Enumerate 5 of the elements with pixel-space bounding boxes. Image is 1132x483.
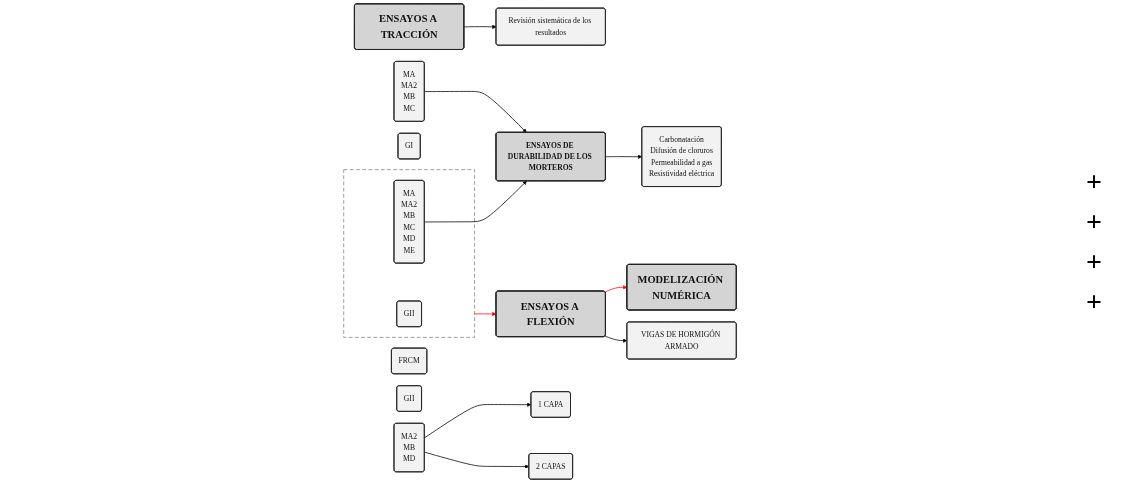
plus-sign: +	[1086, 285, 1103, 318]
plus-sign: +	[1086, 205, 1103, 238]
plus-sign: +	[1086, 245, 1103, 278]
cluster	[343, 169, 476, 338]
plus-sign: +	[1086, 165, 1103, 198]
